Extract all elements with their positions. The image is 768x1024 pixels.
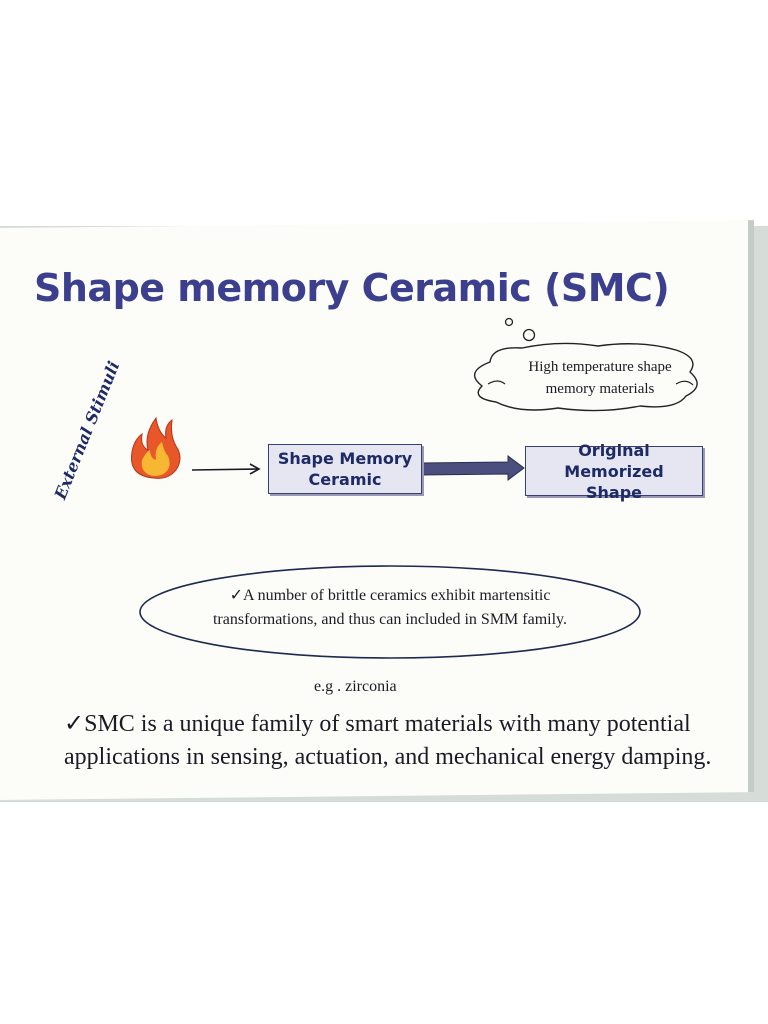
oval-line1: ✓A number of brittle ceramics exhibit ma… — [229, 587, 551, 604]
oval-line2: transformations, and thus can included i… — [212, 611, 567, 628]
thought-bubble-text: High temperature shape memory materials — [500, 356, 700, 400]
oval-statement: ✓A number of brittle ceramics exhibit ma… — [160, 584, 620, 632]
slide-title: Shape memory Ceramic (SMC) — [34, 266, 670, 310]
thought-bubble-icon — [473, 342, 698, 412]
statement-oval — [139, 565, 641, 659]
thought-bubble-line1: High temperature shape — [528, 359, 672, 375]
block-arrow-right-icon — [419, 455, 525, 481]
shape-memory-ceramic-box: Shape Memory Ceramic — [268, 444, 422, 494]
original-memorized-shape-box: Original Memorized Shape — [525, 441, 703, 502]
original-box-line1: Original Memorized — [564, 440, 664, 481]
summary-statement: ✓SMC is a unique family of smart materia… — [64, 708, 744, 774]
smc-box-line2: Ceramic — [308, 470, 382, 489]
example-text: e.g . zirconia — [314, 678, 397, 695]
arrow-right-icon — [191, 463, 261, 475]
thought-bubble-dot-large — [522, 328, 536, 342]
thought-bubble-line2: memory materials — [545, 381, 655, 397]
smc-box-line1: Shape Memory — [277, 449, 413, 468]
original-box-line2: Shape — [585, 482, 642, 502]
thought-bubble-dot-small — [504, 317, 514, 327]
summary-line2: applications in sensing, actuation, and … — [64, 744, 712, 770]
fire-icon — [130, 416, 181, 479]
summary-line1: ✓SMC is a unique family of smart materia… — [64, 711, 691, 737]
